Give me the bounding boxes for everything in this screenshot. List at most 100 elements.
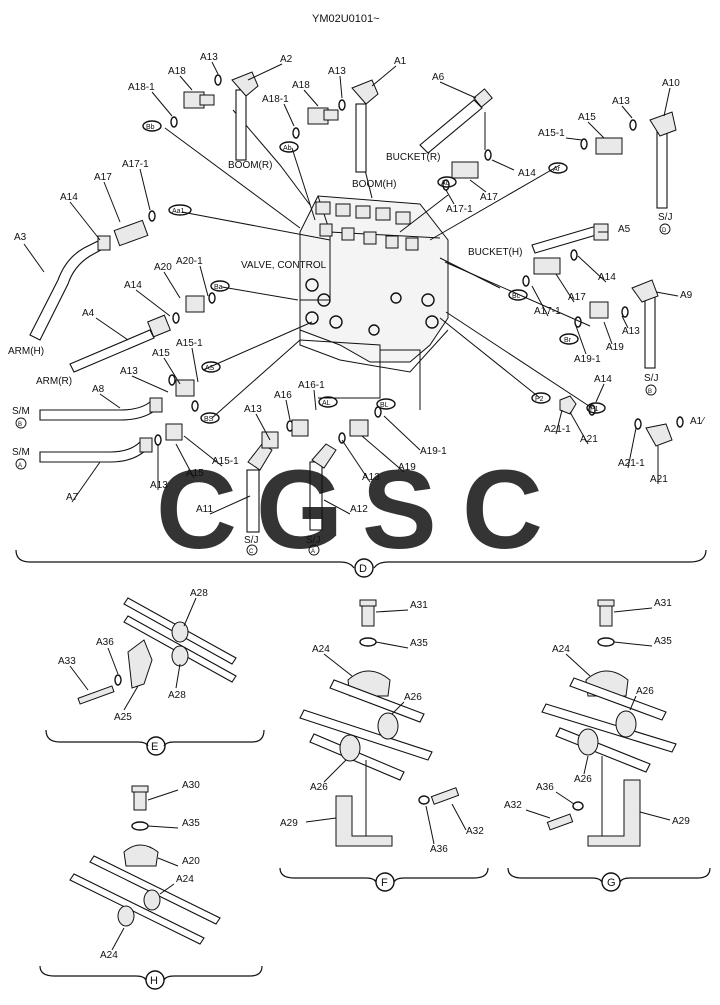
label-a15: A15 [152,348,170,359]
port-ac: Ac [441,180,450,187]
boom-h-hose-assembly [292,79,379,173]
hose-labels: BOOM(R) BOOM(H) BUCKET(R) BUCKET(H) ARM(… [8,152,672,556]
port-ba: Ba [214,284,223,291]
label-a14: A14 [518,168,536,179]
label-a14: A14 [594,374,612,385]
sj-c-label: S/J [244,535,258,546]
label-a24: A24 [176,874,194,885]
port-p1: P1 [590,406,599,413]
label-a13: A13 [200,52,218,63]
arm-h-hose-assembly [29,210,156,341]
label-a14: A14 [598,272,616,283]
label-a1: A1 [394,56,407,67]
label-a20: A20 [182,856,200,867]
boom-r-label: BOOM(R) [228,160,272,171]
watermark-letter-c2: C [462,447,543,572]
label-a10: A10 [662,78,680,89]
label-a13: A13 [120,366,138,377]
label-a13: A13 [622,326,640,337]
label-a26: A26 [404,692,422,703]
sm-a-hose-assembly [39,423,183,463]
port-aa1-oval [168,204,192,216]
label-a17-1: A17-1 [534,306,561,317]
label-a8: A8 [92,384,105,395]
arm-h-label: ARM(H) [8,346,44,357]
port-bc: Bc [512,293,521,300]
sm-b-hose-assembly [39,374,199,421]
port-p2: P2 [535,396,544,403]
label-a26: A26 [574,774,592,785]
bucket-r-hose-assembly [419,88,493,191]
label-a31: A31 [654,598,672,609]
label-a9: A9 [680,290,693,301]
view-h-label: H [150,975,158,987]
sj-d-hose-assembly [580,111,677,209]
arm-r-hose-assembly [69,292,216,373]
label-a19: A19 [606,342,624,353]
label-a6: A6 [432,72,445,83]
bucket-r-label: BUCKET(R) [386,152,440,163]
view-g-label: G [607,877,616,889]
label-a13: A13 [150,480,168,491]
port-as-oval [201,361,221,373]
boom-h-label: BOOM(H) [352,179,396,190]
label-a15: A15 [578,112,596,123]
label-a21: A21 [580,434,598,445]
label-a32: A32 [466,826,484,837]
view-d-label: D [359,563,367,575]
view-g-assembly: A31 A35 A24 A26 A26 A36 A32 A29 G [504,598,711,892]
port-bl-oval [376,398,396,410]
label-a14: A14 [124,280,142,291]
label-a24: A24 [552,644,570,655]
label-a35: A35 [654,636,672,647]
port-as: AS [205,365,215,372]
cgsc-watermark: C G S C [156,447,543,572]
label-a28: A28 [190,588,208,599]
view-e-assembly: A28 A36 A33 A28 A25 E [45,588,265,756]
label-a29: A29 [672,816,690,827]
label-a18-1: A18-1 [128,82,155,93]
port-ar: Ar [553,166,561,173]
label-a15-1: A15-1 [176,338,203,349]
label-a4: A4 [82,308,95,319]
sj-b-label: S/J [644,373,658,384]
port-ac-oval [437,176,457,188]
watermark-letter-c1: C [156,447,237,572]
port-aa1: Aa1 [172,208,185,215]
sj-b-hose-assembly [574,279,659,369]
valve-control-label: VALVE, CONTROL [241,260,327,271]
label-a35: A35 [182,818,200,829]
arm-r-label: ARM(R) [36,376,72,387]
label-a29: A29 [280,818,298,829]
label-a12: A12 [350,504,368,515]
control-valve-block [299,195,449,373]
view-d-bracket: D [15,549,707,578]
label-a28: A28 [168,690,186,701]
label-a31: A31 [410,600,428,611]
label-a35: A35 [410,638,428,649]
label-a15: A15 [186,468,204,479]
label-a2: A2 [280,54,293,65]
view-f-assembly: A31 A35 A24 A26 A26 A29 A32 A36 F [279,599,489,892]
label-a17-1: A17-1 [122,159,149,170]
sm-b-label: S/M [12,406,30,417]
part-labels-view-d: A13 A2 A18 A18-1 A13 A1 A18 A18-1 A6 A10… [14,52,705,515]
label-a20: A20 [154,262,172,273]
document-code: YM02U0101~ [312,13,380,25]
port-ba-oval [210,280,230,292]
sj-d-label: S/J [658,212,672,223]
boom-r-hose-assembly [170,71,259,161]
label-a20-1: A20-1 [176,256,203,267]
label-a21: A21 [650,474,668,485]
label-a7: A7 [66,492,79,503]
port-bl: BL [380,402,389,409]
watermark-letter-s: S [362,447,437,572]
label-a24: A24 [312,644,330,655]
sm-a-label: S/M [12,447,30,458]
label-a19-1: A19-1 [574,354,601,365]
label-a17: A17 [480,192,498,203]
label-a13: A13 [612,96,630,107]
label-a17-1: A17-1 [446,204,473,215]
label-a21-1: A21-1 [618,458,645,469]
